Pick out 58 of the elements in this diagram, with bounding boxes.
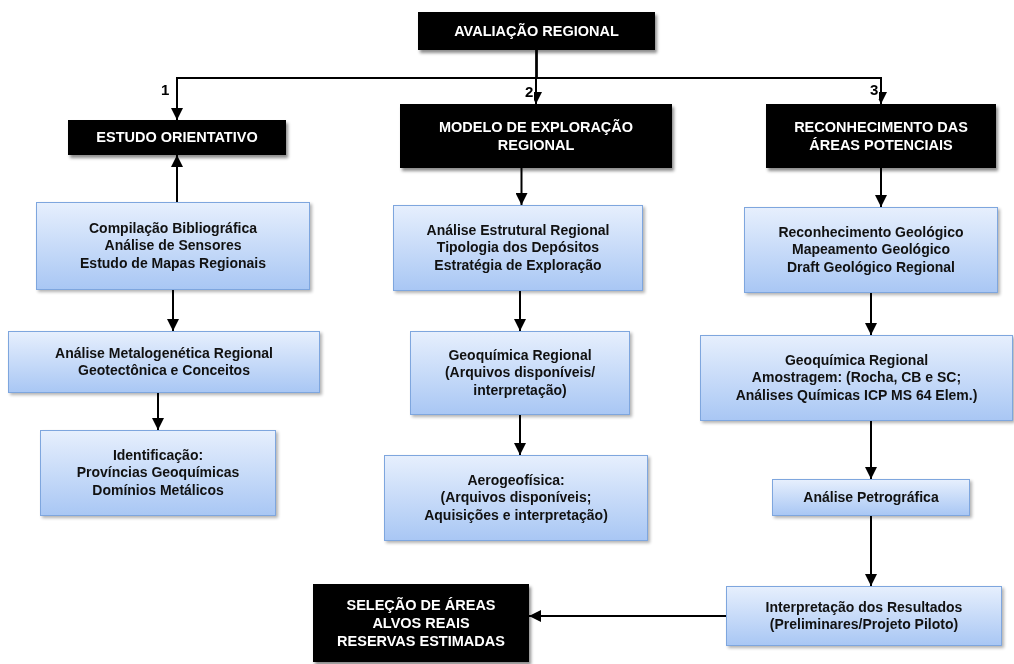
- title-box: [418, 12, 655, 50]
- arrow: [514, 290, 526, 332]
- box-text: ESTUDO ORIENTATIVO: [96, 128, 258, 147]
- box-text: RECONHECIMENTO DAS ÁREAS POTENCIAIS: [793, 117, 969, 155]
- box-text: Reconhecimento Geológico: [778, 223, 964, 242]
- box-text: Análise de Sensores: [104, 237, 242, 255]
- process-box: [384, 455, 648, 541]
- title-box: [68, 120, 286, 155]
- arrow: [152, 392, 164, 431]
- box-text: (Arquivos disponíveis/ interpretação): [443, 364, 597, 400]
- box-text: SELEÇÃO DE ÁREAS ALVOS REAIS RESERVAS ESTIMADAS: [336, 595, 506, 651]
- box-text: Compilação Bibliográfica: [88, 219, 257, 238]
- arrow: [865, 292, 877, 336]
- box-text: Províncias Geoquímicas: [76, 464, 240, 482]
- process-box: [8, 331, 320, 393]
- arrow: [875, 167, 887, 208]
- title-box: [313, 584, 529, 662]
- process-box: [726, 586, 1002, 646]
- box-text: (Arquivos disponíveis; Aquisições e interpretação): [423, 489, 609, 525]
- box-text: Tipologia dos Depósitos: [436, 239, 600, 257]
- title-box: [766, 104, 996, 168]
- box-text: Geotectônica e Conceitos: [78, 362, 250, 380]
- box-text: (Preliminares/Projeto Piloto): [769, 616, 959, 634]
- box-text: Mapeamento Geológico: [792, 241, 950, 259]
- process-box: [700, 335, 1013, 421]
- box-text: Interpretação dos Resultados: [765, 598, 963, 616]
- process-box: [744, 207, 998, 293]
- box-text: Geoquímica Regional: [448, 346, 592, 365]
- arrow: [535, 49, 887, 105]
- arrow: [167, 289, 179, 332]
- box-text: Estudo de Mapas Regionais: [80, 254, 266, 273]
- box-text: Aerogeofísica:: [467, 471, 565, 490]
- box-text: Estratégia de Exploração: [434, 256, 602, 275]
- box-text: Draft Geológico Regional: [787, 258, 955, 277]
- process-box: [772, 479, 970, 516]
- box-text: Análises Químicas ICP MS 64 Elem.): [735, 386, 978, 405]
- box-text: Análise Metalogenética Regional: [55, 344, 273, 362]
- box-text: Identificação:: [112, 446, 204, 465]
- box-text: Amostragem: (Rocha, CB e SC;: [751, 369, 962, 387]
- edge-label: 3: [869, 82, 880, 99]
- arrow: [514, 414, 526, 456]
- box-text: MODELO DE EXPLORAÇÃO REGIONAL: [437, 117, 635, 155]
- process-box: [410, 331, 630, 415]
- title-box: [400, 104, 672, 168]
- edge-label: 2: [524, 84, 535, 101]
- box-text: Domínios Metálicos: [92, 481, 224, 500]
- arrow: [528, 610, 727, 622]
- arrow: [865, 515, 877, 587]
- process-box: [40, 430, 276, 516]
- arrow: [865, 420, 877, 480]
- process-box: [393, 205, 643, 291]
- box-text: Análise Petrográfica: [803, 488, 939, 507]
- box-text: AVALIAÇÃO REGIONAL: [454, 21, 619, 41]
- arrow: [515, 167, 528, 206]
- box-text: Análise Estrutural Regional: [426, 221, 610, 240]
- process-box: [36, 202, 310, 290]
- arrow: [171, 154, 183, 203]
- box-text: Geoquímica Regional: [784, 351, 929, 370]
